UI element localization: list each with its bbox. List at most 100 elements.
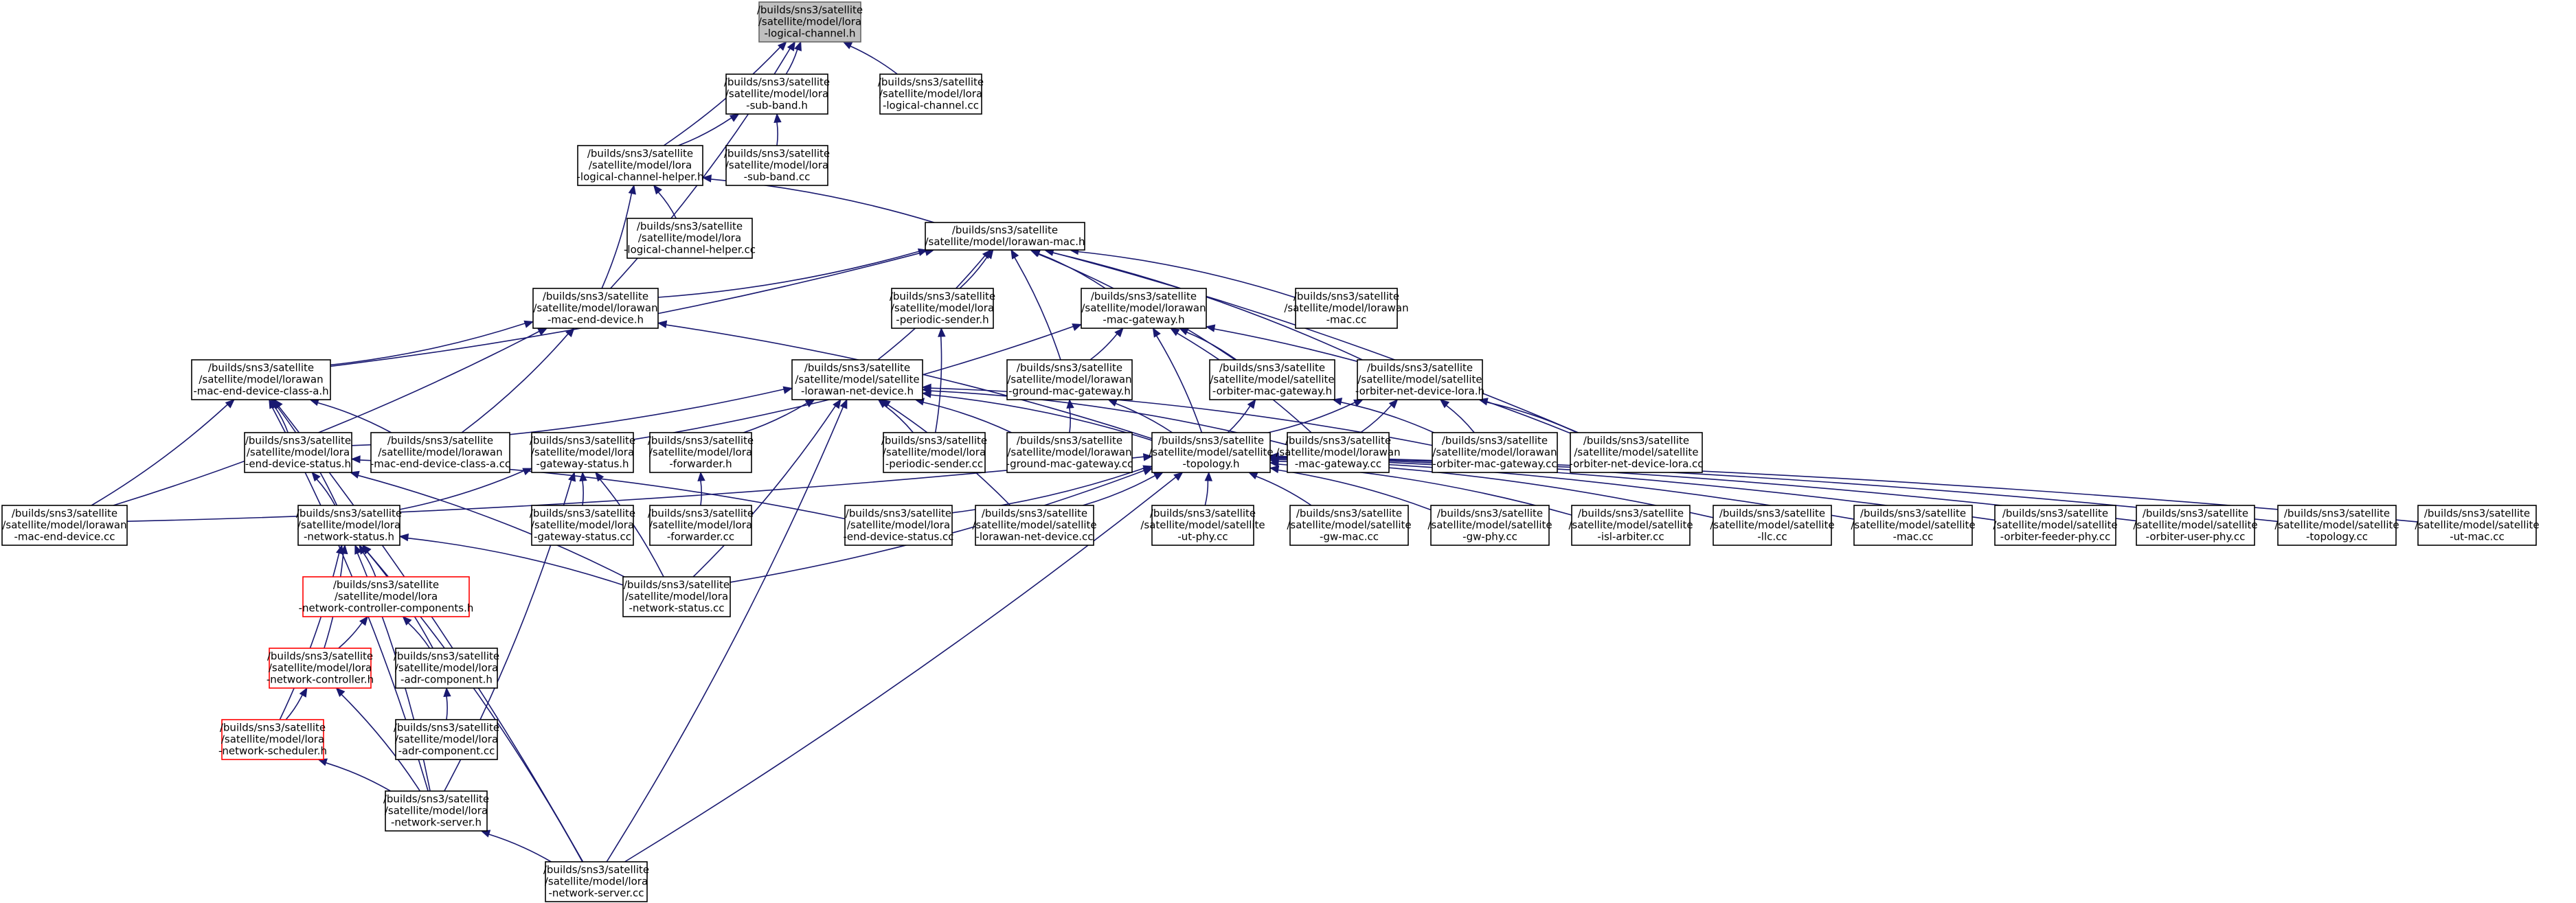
node-label-line: -logical-channel-helper.cc (624, 244, 756, 256)
file-node-smac-cc[interactable]: /builds/sns3/satellite/satellite/model/s… (1851, 505, 1976, 546)
file-node-ncc-h[interactable]: /builds/sns3/satellite/satellite/model/l… (299, 576, 474, 617)
dependency-edge (692, 405, 836, 578)
file-node-lch-cc[interactable]: /builds/sns3/satellite/satellite/model/l… (624, 218, 756, 259)
node-box (1151, 505, 1254, 546)
file-node-adr-cc[interactable]: /builds/sns3/satellite/satellite/model/l… (394, 719, 499, 760)
node-label-line: /builds/sns3/satellite (394, 722, 499, 734)
dependency-edge (338, 622, 363, 649)
node-label-line: /builds/sns3/satellite (648, 507, 754, 520)
file-node-ns-cc[interactable]: /builds/sns3/satellite/satellite/model/l… (622, 576, 731, 617)
node-label-line: /satellite/model/satellite (1568, 519, 1693, 531)
node-box (891, 288, 994, 329)
file-node-topo-cc[interactable]: /builds/sns3/satellite/satellite/model/s… (2274, 505, 2399, 546)
file-node-topo-h[interactable]: /builds/sns3/satellite/satellite/model/s… (1149, 432, 1274, 473)
node-label-line: -mac.cc (1326, 314, 1367, 326)
file-node-ofp-cc[interactable]: /builds/sns3/satellite/satellite/model/s… (1993, 505, 2118, 546)
file-node-utphy-cc[interactable]: /builds/sns3/satellite/satellite/model/s… (1140, 505, 1265, 546)
file-node-gwmac-cc[interactable]: /builds/sns3/satellite/satellite/model/s… (1287, 505, 1412, 546)
file-node-nsrv-cc[interactable]: /builds/sns3/satellite/satellite/model/l… (543, 861, 649, 902)
file-node-gmg-h[interactable]: /builds/sns3/satellite/satellite/model/l… (1006, 359, 1133, 400)
node-label-line: /builds/sns3/satellite (757, 4, 863, 16)
file-node-med-h[interactable]: /builds/sns3/satellite/satellite/model/l… (532, 288, 659, 329)
file-node-gs-cc[interactable]: /builds/sns3/satellite/satellite/model/l… (530, 505, 635, 546)
edge-arrowhead (1010, 249, 1019, 260)
dependency-edge (1268, 402, 1355, 433)
dependency-edge (358, 475, 625, 578)
file-node-lc-cc[interactable]: /builds/sns3/satellite/satellite/model/l… (878, 73, 984, 115)
file-node-ondl-cc[interactable]: /builds/sns3/satellite/satellite/model/s… (1569, 432, 1704, 473)
file-node-mg-cc[interactable]: /builds/sns3/satellite/satellite/model/l… (1276, 432, 1401, 473)
node-label-line: /builds/sns3/satellite (2284, 507, 2390, 520)
file-node-nsch-h[interactable]: /builds/sns3/satellite/satellite/model/l… (218, 719, 327, 760)
file-node-ps-cc[interactable]: /builds/sns3/satellite/satellite/model/l… (881, 432, 987, 473)
file-node-gmg-cc[interactable]: /builds/sns3/satellite/satellite/model/l… (1006, 432, 1133, 473)
dependency-edge (934, 336, 942, 433)
node-label-line: -gw-phy.cc (1462, 531, 1517, 543)
file-node-adr-h[interactable]: /builds/sns3/satellite/satellite/model/l… (394, 648, 499, 689)
node-label-line: /satellite/model/lora (385, 805, 488, 817)
edge-arrowhead (349, 470, 360, 479)
file-node-mac-h[interactable]: /builds/sns3/satellite/satellite/model/l… (925, 222, 1085, 251)
node-label-line: /builds/sns3/satellite (1719, 507, 1825, 520)
file-node-eds-cc[interactable]: /builds/sns3/satellite/satellite/model/l… (843, 505, 954, 546)
edge-arrowhead (579, 471, 587, 481)
file-node-llc-cc[interactable]: /builds/sns3/satellite/satellite/model/s… (1710, 505, 1835, 546)
node-box (1081, 288, 1207, 329)
node-label-line: -orbiter-user-phy.cc (2146, 531, 2246, 543)
node-label-line: /satellite/model/satellite (1574, 446, 1698, 459)
node-label-line: -adr-component.cc (398, 745, 495, 757)
node-label-line: /satellite/model/satellite (1710, 519, 1834, 531)
node-box (269, 648, 372, 689)
edge-arrowhead (1173, 472, 1184, 481)
file-node-ondl-h[interactable]: /builds/sns3/satellite/satellite/model/s… (1355, 359, 1484, 400)
file-node-mg-h[interactable]: /builds/sns3/satellite/satellite/model/l… (1081, 288, 1207, 329)
file-node-med-cc[interactable]: /builds/sns3/satellite/satellite/model/l… (1, 505, 128, 546)
file-node-mac-cc[interactable]: /builds/sns3/satellite/satellite/model/l… (1284, 288, 1409, 329)
file-node-lnd-h[interactable]: /builds/sns3/satellite/satellite/model/s… (791, 359, 923, 400)
file-node-gwphy-cc[interactable]: /builds/sns3/satellite/satellite/model/s… (1427, 505, 1552, 546)
dependency-edge (1487, 402, 1578, 433)
file-node-root[interactable]: /builds/sns3/satellite/satellite/model/l… (757, 1, 863, 43)
node-label-line: -periodic-sender.cc (885, 458, 983, 470)
file-node-nsrv-h[interactable]: /builds/sns3/satellite/satellite/model/l… (383, 790, 489, 832)
node-box (531, 505, 634, 546)
node-label-line: /satellite/model/lora (725, 159, 828, 172)
edge-arrowhead (921, 383, 931, 392)
node-label-line: /satellite/model/lora (649, 519, 752, 531)
file-node-fwd-h[interactable]: /builds/sns3/satellite/satellite/model/l… (648, 432, 754, 473)
file-node-eds-h[interactable]: /builds/sns3/satellite/satellite/model/l… (244, 432, 352, 473)
file-node-lnd-cc[interactable]: /builds/sns3/satellite/satellite/model/s… (972, 505, 1097, 546)
file-node-subband-cc[interactable]: /builds/sns3/satellite/satellite/model/l… (724, 145, 830, 186)
file-node-utmac-cc[interactable]: /builds/sns3/satellite/satellite/model/s… (2415, 505, 2540, 546)
node-label-line: /builds/sns3/satellite (1017, 435, 1122, 447)
file-node-oup-cc[interactable]: /builds/sns3/satellite/satellite/model/s… (2133, 505, 2258, 546)
file-node-meda-h[interactable]: /builds/sns3/satellite/satellite/model/l… (191, 359, 331, 400)
node-label-line: /satellite/model/lora (395, 662, 498, 674)
file-node-subband-h[interactable]: /builds/sns3/satellite/satellite/model/l… (724, 73, 830, 115)
node-label-line: /satellite/model/lorawan (1007, 446, 1131, 459)
node-label-line: -mac-end-device-class-a.cc (370, 458, 510, 470)
node-label-line: /satellite/model/lora (725, 88, 828, 100)
file-node-fwd-cc[interactable]: /builds/sns3/satellite/satellite/model/l… (648, 505, 754, 546)
file-node-omg-h[interactable]: /builds/sns3/satellite/satellite/model/s… (1209, 359, 1335, 400)
file-node-ps-h[interactable]: /builds/sns3/satellite/satellite/model/l… (890, 288, 995, 329)
file-node-meda-cc[interactable]: /builds/sns3/satellite/satellite/model/l… (370, 432, 510, 473)
node-label-line: /satellite/model/lorawan (1284, 302, 1408, 315)
file-node-ns-h[interactable]: /builds/sns3/satellite/satellite/model/l… (296, 505, 402, 546)
edge-arrowhead (982, 249, 992, 260)
file-node-gs-h[interactable]: /builds/sns3/satellite/satellite/model/l… (530, 432, 635, 473)
file-node-nc-h[interactable]: /builds/sns3/satellite/satellite/model/l… (267, 648, 374, 689)
file-node-lch-h[interactable]: /builds/sns3/satellite/satellite/model/l… (577, 145, 704, 186)
node-label-line: /builds/sns3/satellite (1442, 435, 1548, 447)
file-node-isl-cc[interactable]: /builds/sns3/satellite/satellite/model/s… (1568, 505, 1693, 546)
node-box (577, 145, 703, 186)
node-box (395, 648, 498, 689)
node-label-line: /builds/sns3/satellite (1583, 435, 1689, 447)
file-node-omg-cc[interactable]: /builds/sns3/satellite/satellite/model/l… (1432, 432, 1558, 473)
node-label-line: /satellite/model/satellite (1210, 374, 1334, 386)
edge-arrowhead (402, 616, 412, 626)
dependency-edge (1078, 251, 1296, 299)
node-box (532, 288, 659, 329)
dependency-edge (1256, 475, 1312, 506)
edge-arrowhead (628, 184, 636, 195)
